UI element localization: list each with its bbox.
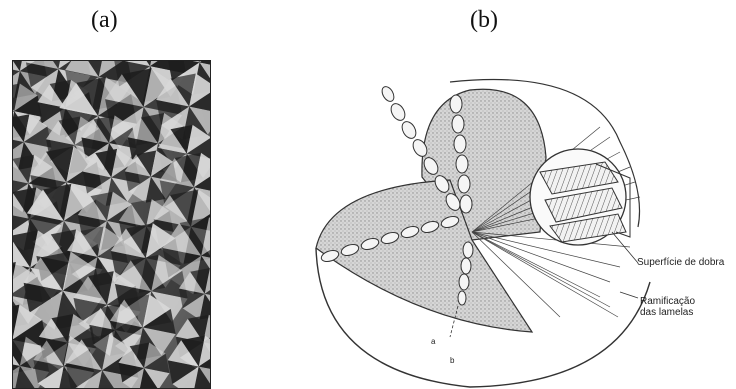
marker-a-label: a — [431, 338, 435, 347]
lamellae-branching-line1: Ramificação — [640, 296, 695, 307]
panel-a-label: (a) — [91, 8, 118, 32]
panel-b-label: (b) — [470, 8, 498, 32]
spherulite-schematic-diagram — [300, 72, 736, 389]
fold-surface-label: Superfície de dobra — [637, 257, 724, 268]
lamellae-branching-line2: das lamelas — [640, 307, 695, 318]
magnified-inset — [530, 149, 630, 245]
lamellae-branching-label: Ramificação das lamelas — [640, 296, 695, 318]
marker-b-label: b — [450, 357, 454, 366]
spherulite-micrograph-image — [12, 60, 211, 389]
